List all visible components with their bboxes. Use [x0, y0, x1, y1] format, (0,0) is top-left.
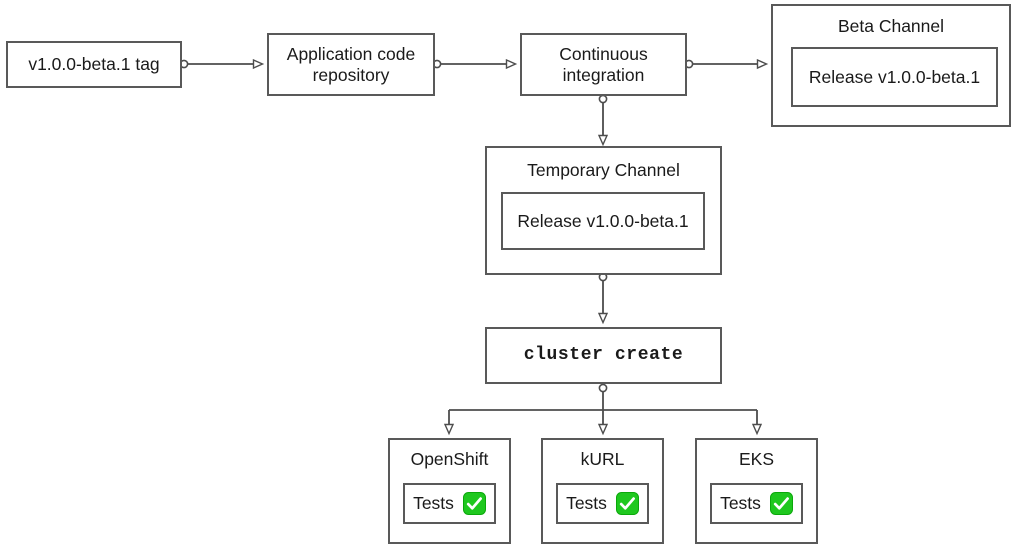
node-tag-label: v1.0.0-beta.1 tag	[28, 54, 160, 75]
tests-label-openshift: Tests	[413, 493, 454, 513]
node-tag[interactable]: v1.0.0-beta.1 tag	[6, 41, 182, 88]
tests-chip-eks[interactable]: Tests	[710, 483, 803, 524]
container-cluster-openshift-title: OpenShift	[410, 449, 489, 469]
node-temporary-channel-release[interactable]: Release v1.0.0-beta.1	[501, 192, 705, 250]
container-cluster-eks[interactable]: EKS Tests	[695, 438, 818, 544]
node-application-code-repository-label: Application code repository	[286, 43, 416, 85]
green-check-icon	[462, 492, 486, 515]
container-beta-channel[interactable]: Beta Channel Release v1.0.0-beta.1	[771, 4, 1011, 127]
tests-chip-kurl[interactable]: Tests	[556, 483, 649, 524]
node-beta-channel-release-label: Release v1.0.0-beta.1	[808, 66, 981, 87]
container-temporary-channel-title: Temporary Channel	[527, 160, 680, 180]
node-cluster-create[interactable]: cluster create	[485, 327, 722, 384]
container-cluster-eks-title: EKS	[738, 449, 775, 469]
node-continuous-integration[interactable]: Continuous integration	[520, 33, 687, 96]
container-beta-channel-title: Beta Channel	[837, 16, 945, 36]
node-application-code-repository[interactable]: Application code repository	[267, 33, 435, 96]
green-check-icon	[615, 492, 639, 515]
tests-label-eks: Tests	[720, 493, 761, 513]
node-continuous-integration-label: Continuous integration	[559, 43, 648, 85]
node-cluster-create-label: cluster create	[523, 344, 684, 365]
tests-chip-openshift[interactable]: Tests	[403, 483, 496, 524]
container-temporary-channel[interactable]: Temporary Channel Release v1.0.0-beta.1	[485, 146, 722, 275]
green-check-icon	[769, 492, 793, 515]
node-temporary-channel-release-label: Release v1.0.0-beta.1	[517, 210, 689, 231]
container-cluster-kurl-title: kURL	[580, 449, 625, 469]
node-beta-channel-release[interactable]: Release v1.0.0-beta.1	[791, 47, 998, 107]
container-cluster-openshift[interactable]: OpenShift Tests	[388, 438, 511, 544]
tests-label-kurl: Tests	[566, 493, 607, 513]
container-cluster-kurl[interactable]: kURL Tests	[541, 438, 664, 544]
